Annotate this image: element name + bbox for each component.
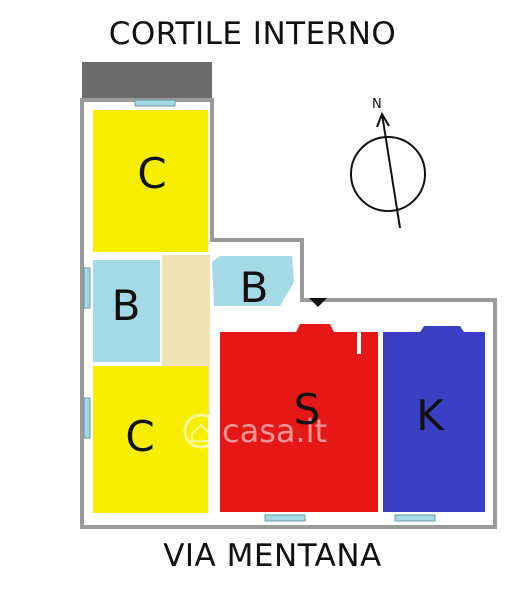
compass-north-label: N: [372, 97, 382, 112]
window-bottom-k: [394, 514, 436, 522]
room-letter-b-right: B: [240, 263, 269, 312]
room-letter-c-bottom: C: [125, 412, 154, 461]
compass: N: [350, 97, 426, 229]
entrance-arrow: [309, 298, 327, 307]
window-top: [134, 99, 176, 107]
street-label: VIA MENTANA: [163, 538, 382, 574]
wall-nub: [357, 332, 361, 354]
room-c-top: [93, 110, 208, 252]
window-bottom-s: [264, 514, 306, 522]
courtyard-label: CORTILE INTERNO: [108, 16, 397, 52]
room-k: [383, 326, 485, 512]
room-letter-s: S: [294, 385, 321, 434]
room-letter-k: K: [416, 391, 445, 440]
room-letter-c-top: C: [137, 149, 166, 198]
casa-logo-icon: [183, 413, 219, 449]
room-letter-b-left: B: [112, 281, 141, 330]
room-b-right: [212, 256, 294, 306]
terrace-strip: [82, 62, 212, 100]
watermark-text: casa.it: [222, 412, 327, 450]
room-b-left: [93, 260, 160, 362]
window-left-c: [83, 397, 91, 439]
room-s: [220, 324, 378, 512]
window-left-b: [83, 267, 91, 309]
